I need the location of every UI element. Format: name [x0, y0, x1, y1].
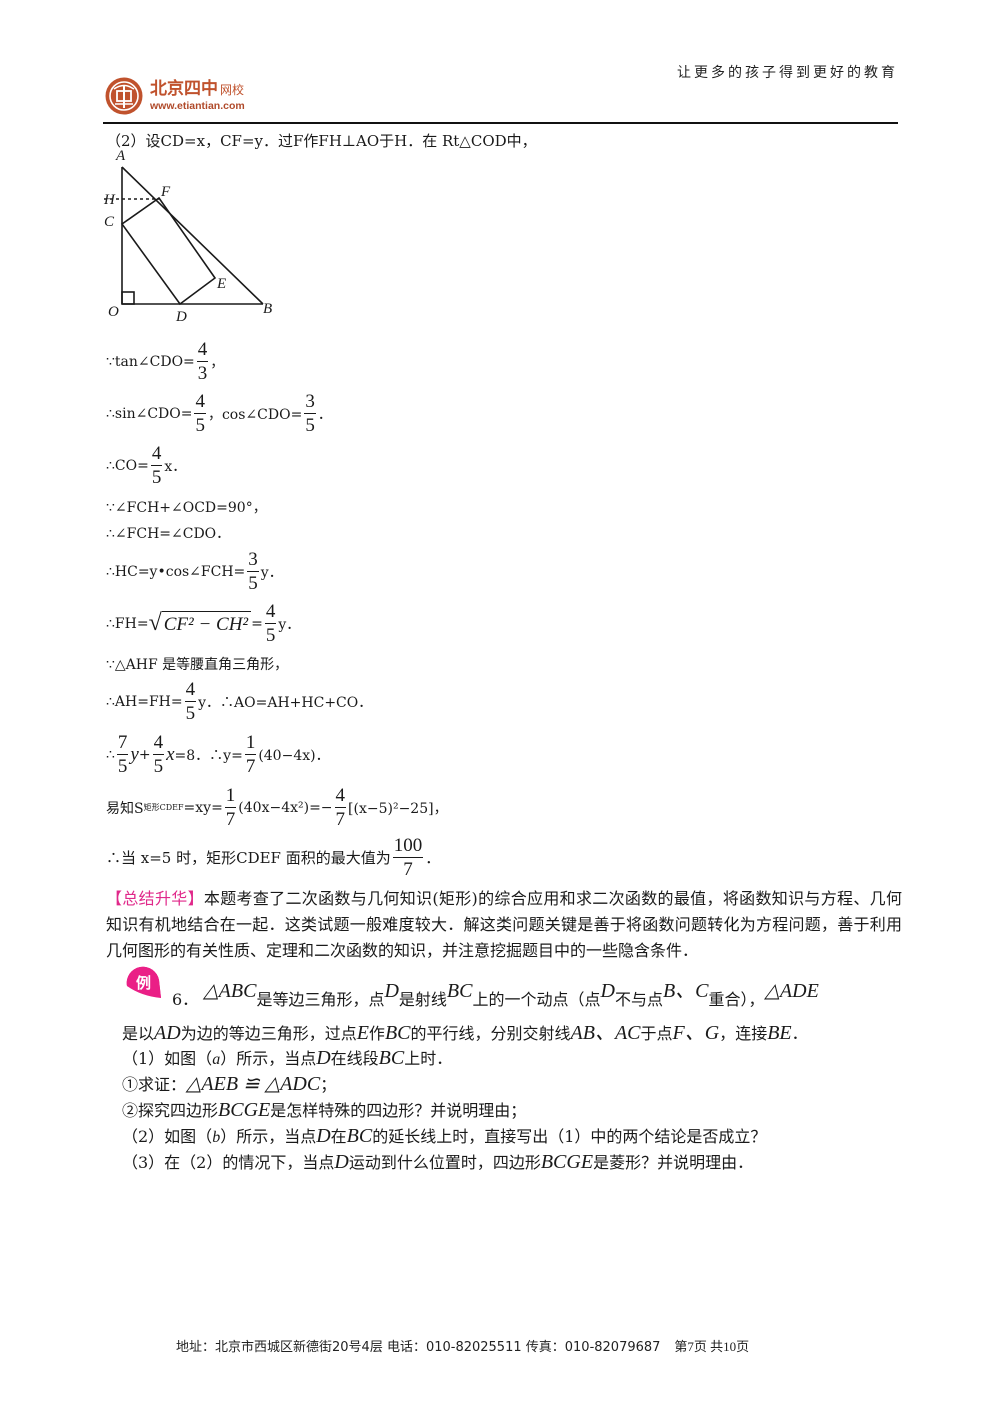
- school-logo: 北京四中网校 www.etiantian.com: [104, 76, 245, 116]
- logo-emblem-icon: [105, 77, 143, 115]
- page-number: 第7页 共10页: [674, 1339, 750, 1354]
- summary-tag: 【总结升华】: [106, 889, 204, 908]
- summary-text: 本题考查了二次函数与几何知识(矩形)的综合应用和求二次函数的最值，将函数知识与方…: [106, 889, 902, 960]
- svg-text:例: 例: [136, 974, 151, 992]
- logo-suffix: 网校: [220, 82, 245, 97]
- example-number: 6．: [172, 990, 199, 1009]
- question-1-part-2: ②探究四边形BCGE是怎样特殊的四边形？并说明理由；: [122, 1099, 527, 1121]
- label-f: F: [160, 184, 171, 200]
- logo-name: 北京四中: [150, 78, 218, 99]
- label-a: A: [115, 148, 126, 164]
- geometry-figure: A H F C E O D B: [103, 148, 272, 323]
- example-stem-line1: 6． △ABC是等边三角形，点D是射线BC上的一个动点（点D不与点B、C重合），…: [172, 980, 819, 1009]
- question-1-part-1: ①求证：△AEB ≌ △ADC；: [122, 1073, 337, 1095]
- square-root: √CF² − CH²: [149, 611, 252, 636]
- label-h: H: [103, 192, 116, 208]
- step-isosceles: ∵△AHF 是等腰直角三角形，: [106, 657, 289, 673]
- header-slogan: 让更多的孩子得到更好的教育: [677, 65, 898, 81]
- example-stem-line2: 是以AD为边的等边三角形，过点E作BC的平行线，分别交射线AB、AC于点F、G，…: [122, 1022, 808, 1044]
- label-o: O: [108, 304, 119, 320]
- summary-paragraph: 【总结升华】本题考查了二次函数与几何知识(矩形)的综合应用和求二次函数的最值，将…: [106, 886, 902, 964]
- label-e: E: [216, 276, 226, 292]
- header-divider: [103, 122, 898, 124]
- step-angle-sum: ∵∠FCH+∠OCD=90°，: [106, 500, 267, 516]
- solution-intro: （2）设CD=x，CF=y．过F作FH⊥AO于H．在 Rt△COD中，: [106, 132, 537, 150]
- step-angle-equal: ∴∠FCH=∠CDO．: [106, 526, 231, 542]
- label-d: D: [175, 309, 187, 323]
- label-c: C: [104, 214, 115, 230]
- logo-url: www.etiantian.com: [150, 99, 245, 112]
- question-2: （2）如图（b）所示，当点D在BC的延长线上时，直接写出（1）中的两个结论是否成…: [122, 1125, 767, 1147]
- example-badge-icon: 例: [126, 966, 161, 998]
- label-b: B: [263, 301, 272, 317]
- question-3: （3）在（2）的情况下，当点D运动到什么位置时，四边形BCGE是菱形？并说明理由…: [122, 1151, 754, 1173]
- question-1: （1）如图（a）所示，当点D在线段BC上时．: [122, 1047, 453, 1069]
- page-footer: 地址：北京市西城区新德街20号4层 电话：010-82025511 传真：010…: [176, 1336, 749, 1355]
- footer-address: 地址：北京市西城区新德街20号4层 电话：010-82025511 传真：010…: [176, 1340, 661, 1355]
